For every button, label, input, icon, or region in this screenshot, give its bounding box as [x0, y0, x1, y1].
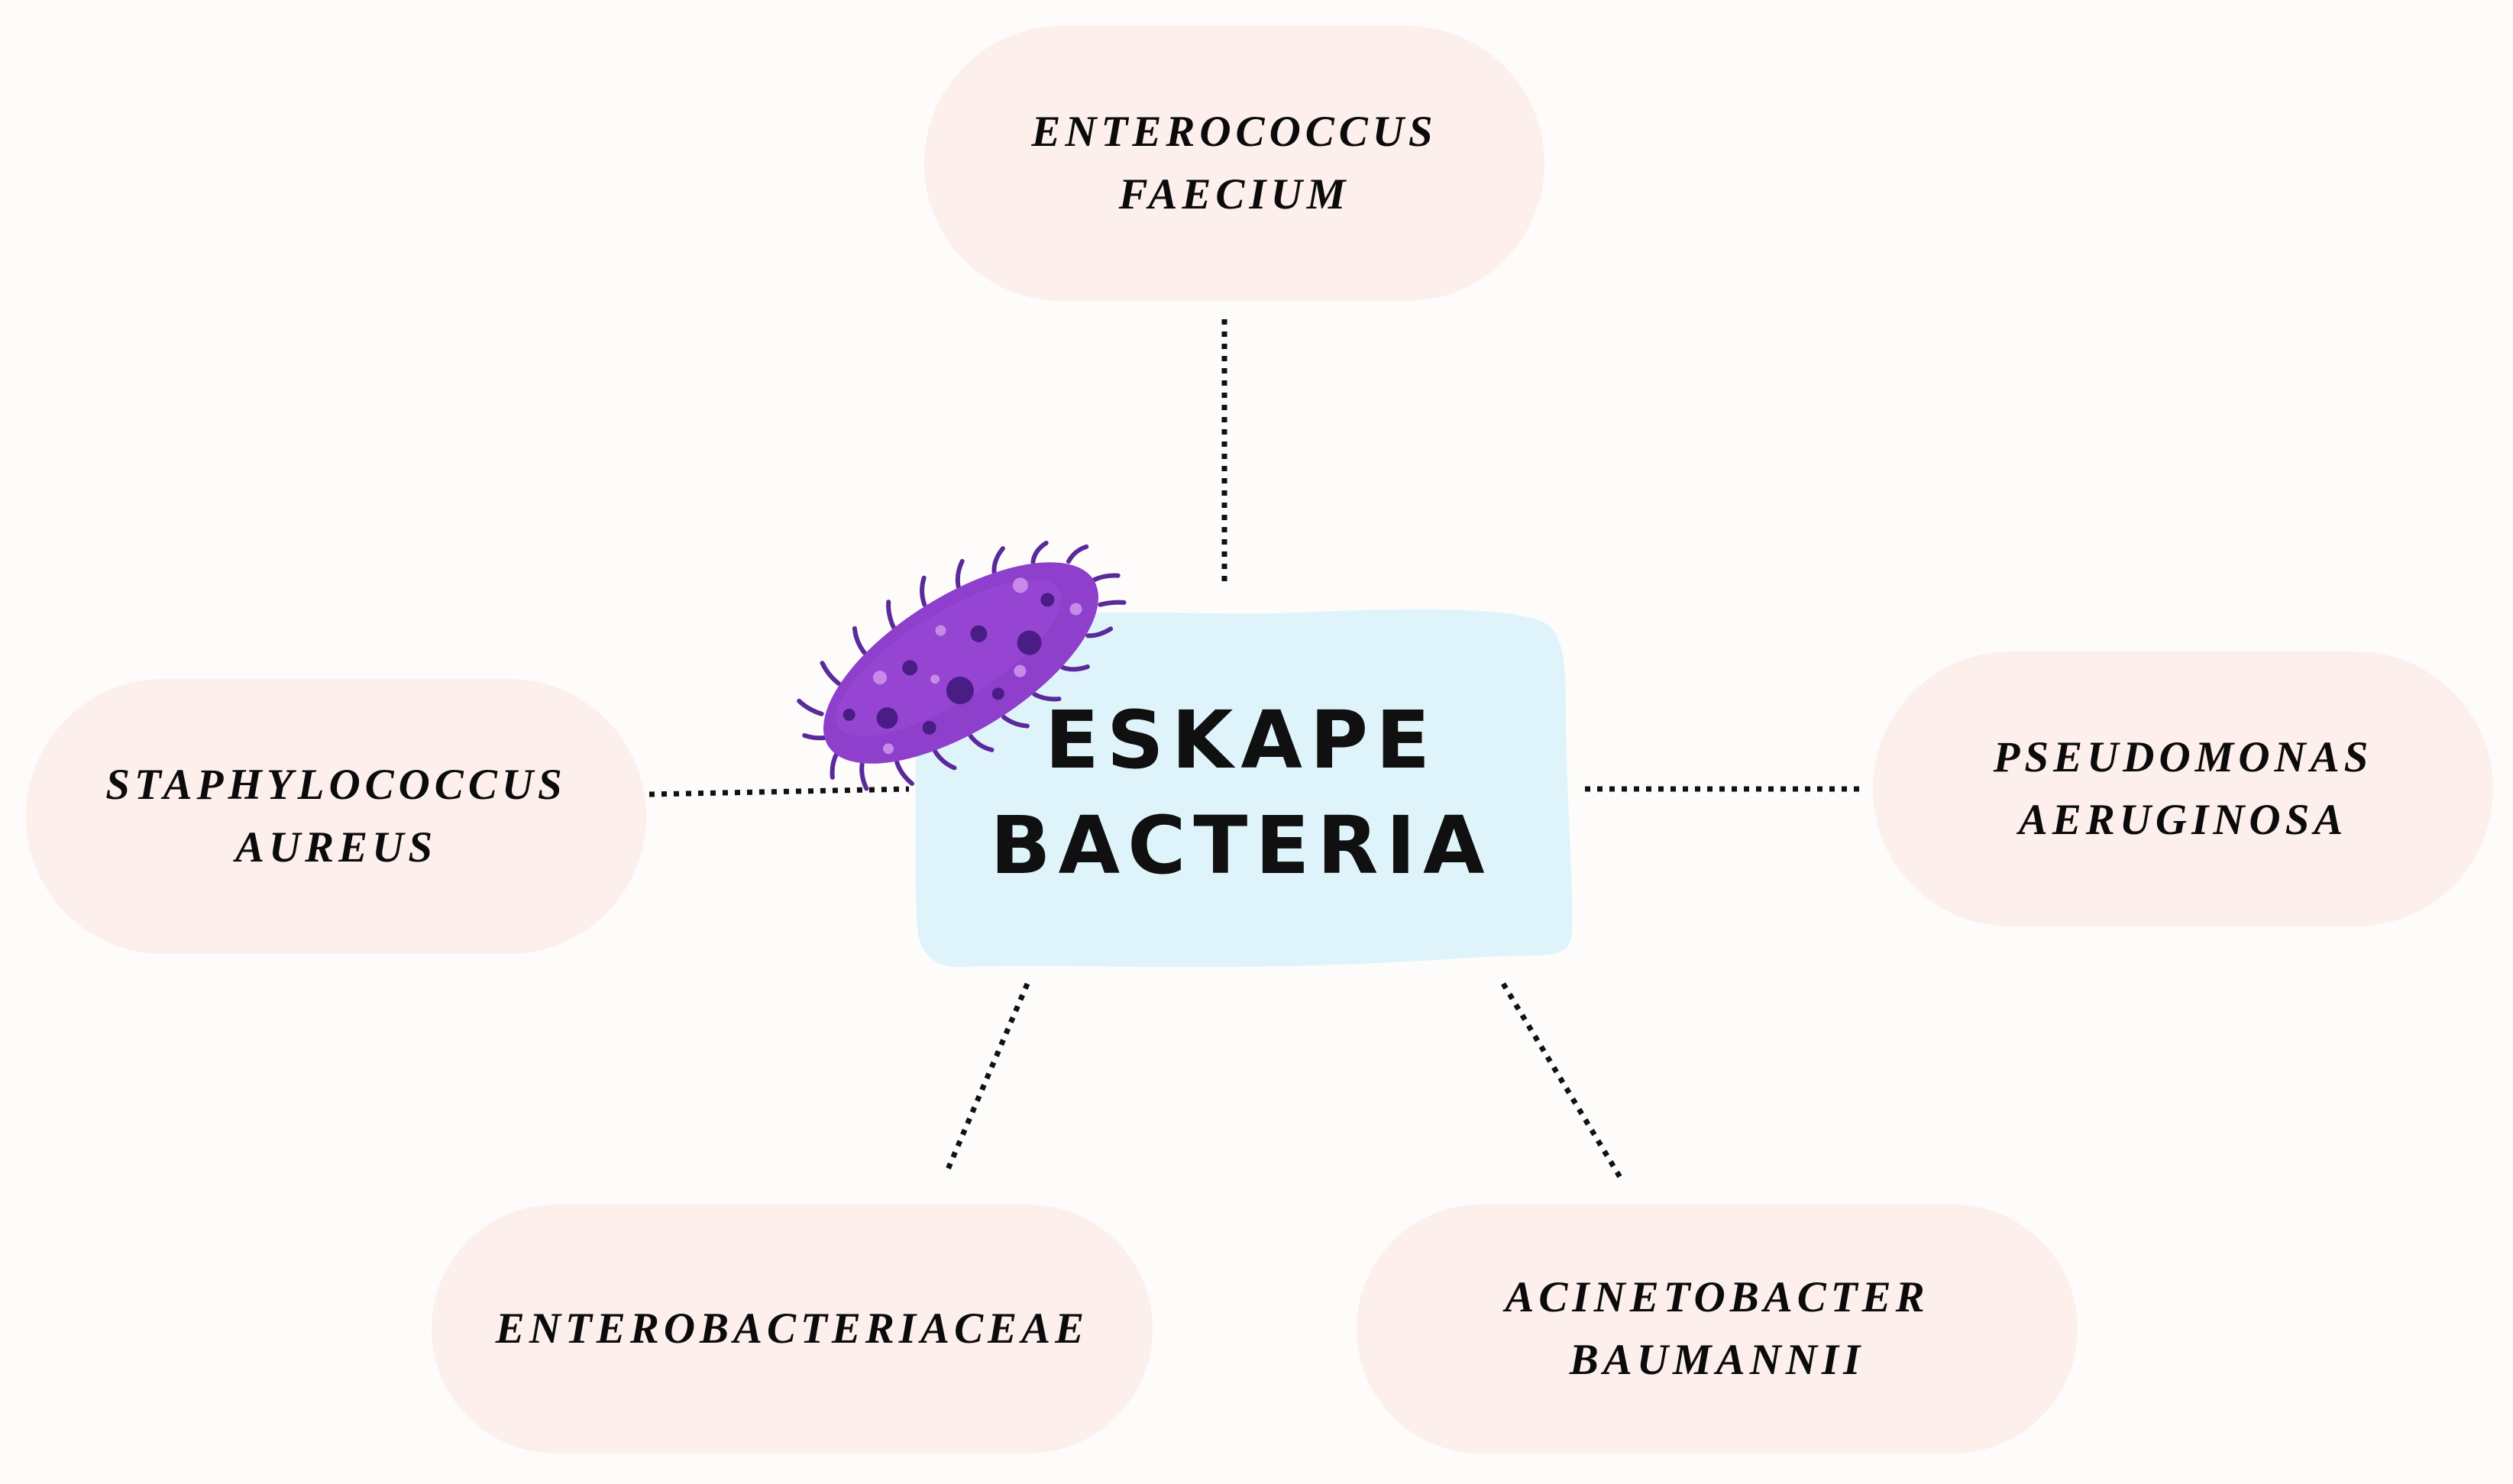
bacterium-icon	[797, 540, 1127, 791]
connector-left	[648, 786, 910, 797]
connectors	[648, 319, 1862, 1180]
node-label: ACINETOBACTER	[1505, 1273, 1929, 1321]
node-staphylococcus-aureus: STAPHYLOCOCCUS AUREUS	[26, 679, 646, 954]
connector-bottom-left	[943, 982, 1030, 1176]
node-label: AERUGINOSA	[2018, 796, 2348, 844]
node-label: BAUMANNII	[1569, 1336, 1865, 1384]
node-enterobacteriaceae: ENTEROBACTERIACEAE	[432, 1204, 1153, 1453]
center-title-line1: ESKAPE	[1044, 694, 1438, 787]
center-blob	[914, 609, 1573, 968]
node-label: ENTEROCOCCUS	[1031, 108, 1438, 156]
center-title-line2: BACTERIA	[990, 799, 1493, 892]
node-label: ENTEROBACTERIACEAE	[495, 1305, 1089, 1353]
node-acinetobacter-baumannii: ACINETOBACTER BAUMANNII	[1357, 1204, 2078, 1453]
center-title: ESKAPE BACTERIA	[913, 687, 1570, 898]
node-label: PSEUDOMONAS	[1993, 733, 2373, 781]
node-label: STAPHYLOCOCCUS	[105, 761, 567, 809]
node-pseudomonas-aeruginosa: PSEUDOMONAS AERUGINOSA	[1873, 651, 2493, 926]
node-enterococcus-faecium: ENTEROCOCCUS FAECIUM	[924, 26, 1544, 301]
node-label: FAECIUM	[1118, 170, 1350, 218]
node-label: AUREUS	[234, 823, 438, 871]
connector-bottom-right	[1501, 982, 1623, 1180]
